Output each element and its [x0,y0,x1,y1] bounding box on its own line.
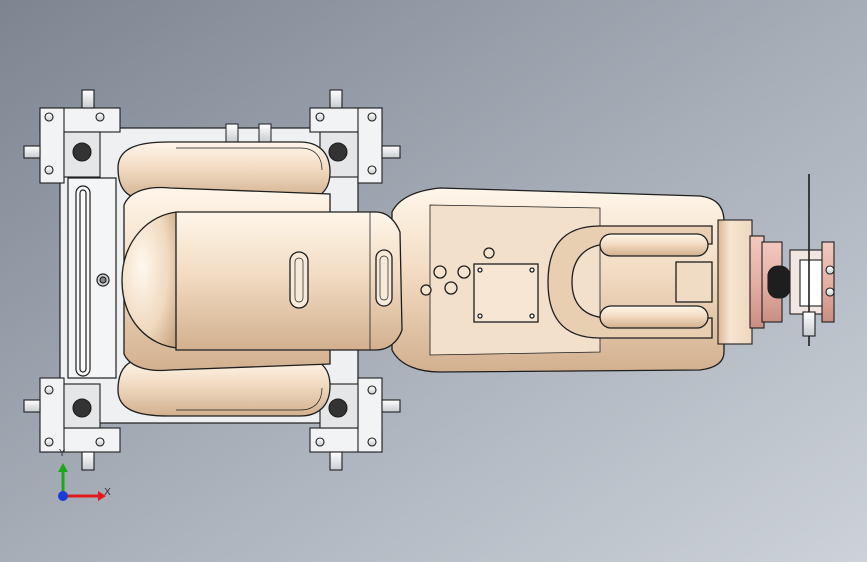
coordinate-triad-icon [58,463,106,501]
triad-y-label: Y [59,448,66,459]
arm-slot [289,251,309,309]
corner-bracket-bottom-left [23,377,121,471]
arm-slot [375,249,393,307]
corner-bracket-top-right [309,89,401,184]
base-top-bolts [225,123,272,143]
corner-bracket-bottom-right [309,377,401,471]
upper-arm [175,211,403,351]
forearm [391,187,725,373]
shoulder-dome [121,211,179,349]
wrist-flange [717,174,835,346]
inspection-plate [473,263,539,323]
flange-slot [767,265,791,299]
base-slot [75,185,91,377]
corner-bracket-top-left [23,89,121,184]
triad-x-label: X [104,487,111,498]
